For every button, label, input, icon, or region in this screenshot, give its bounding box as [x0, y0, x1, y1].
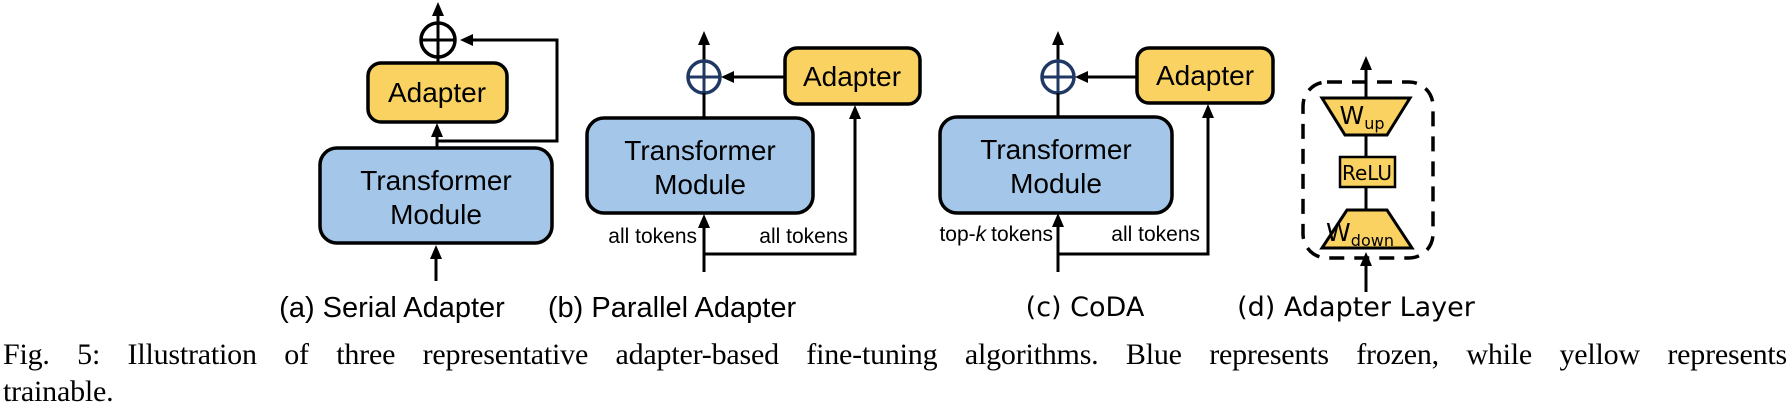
transformer-label-line2: Module	[1010, 168, 1102, 199]
branch-arrowhead-icon	[849, 105, 861, 119]
transformer-label-line2: Module	[390, 199, 482, 230]
w-down-trapezoid	[1319, 208, 1415, 250]
figure-caption: Fig. 5: Illustration of three representa…	[3, 336, 1787, 410]
transformer-label-line2: Module	[654, 169, 746, 200]
w-up-trapezoid	[1319, 96, 1413, 137]
adapter-label: Adapter	[1156, 60, 1254, 91]
plus-circle-icon	[686, 59, 722, 95]
adapter-plus-arrowhead-icon	[721, 71, 734, 83]
panel-d-caption: (d) Adapter Layer	[1237, 292, 1476, 323]
output-arrowhead-icon	[1360, 56, 1372, 70]
panel-c-caption: (c) CoDA	[1026, 292, 1145, 323]
transformer-box	[938, 115, 1174, 215]
transformer-box	[585, 116, 815, 215]
panel-b-caption: (b) Parallel Adapter	[548, 292, 797, 324]
w-up-label: Wup	[1339, 101, 1384, 133]
transformer-label-line1: Transformer	[980, 134, 1131, 165]
input-arrowhead-icon	[698, 214, 710, 228]
input-branch-line	[1058, 112, 1210, 256]
output-arrowhead-icon	[1052, 31, 1064, 45]
plus-circle-icon	[1040, 59, 1076, 95]
input-arrowhead-icon	[1360, 252, 1372, 266]
transformer-box	[318, 146, 554, 245]
adapter-label: Adapter	[803, 61, 901, 92]
transformer-label-line1: Transformer	[360, 165, 511, 196]
panel-a-caption: (a) Serial Adapter	[279, 292, 505, 324]
output-arrowhead-icon	[432, 2, 444, 16]
transformer-adapter-arrowhead-icon	[431, 123, 443, 137]
adapter-box	[366, 61, 509, 124]
input-right-label: all tokens	[759, 225, 848, 248]
branch-arrowhead-icon	[1202, 104, 1214, 118]
skip-arrowhead-icon	[460, 34, 473, 46]
skip-connection-line	[437, 38, 559, 143]
input-arrowhead-icon	[430, 245, 442, 259]
input-right-label: all tokens	[1111, 223, 1200, 246]
transformer-label-line1: Transformer	[624, 135, 775, 166]
panel-adapter-layer: Wup ReLU Wdown (d) Adapter Layer	[1237, 56, 1476, 323]
adapter-diagrams: Adapter Transformer Module (a) Serial Ad…	[279, 2, 1476, 324]
panel-serial-adapter: Adapter Transformer Module (a) Serial Ad…	[279, 2, 559, 324]
plus-circle-icon	[419, 21, 457, 59]
figure-caption-line1: Fig. 5: Illustration of three representa…	[3, 338, 1787, 371]
relu-label: ReLU	[1342, 161, 1392, 185]
adapter-plus-arrowhead-icon	[1075, 71, 1088, 83]
input-branch-line	[704, 113, 857, 256]
input-arrowhead-icon	[1052, 213, 1064, 227]
adapter-label: Adapter	[388, 77, 486, 108]
w-down-label: Wdown	[1326, 218, 1394, 250]
output-arrowhead-icon	[698, 31, 710, 45]
figure-caption-line2: trainable.	[3, 375, 114, 408]
input-left-label: all tokens	[608, 225, 697, 248]
panel-parallel-adapter: Adapter Transformer Module all tokens al…	[548, 31, 922, 324]
